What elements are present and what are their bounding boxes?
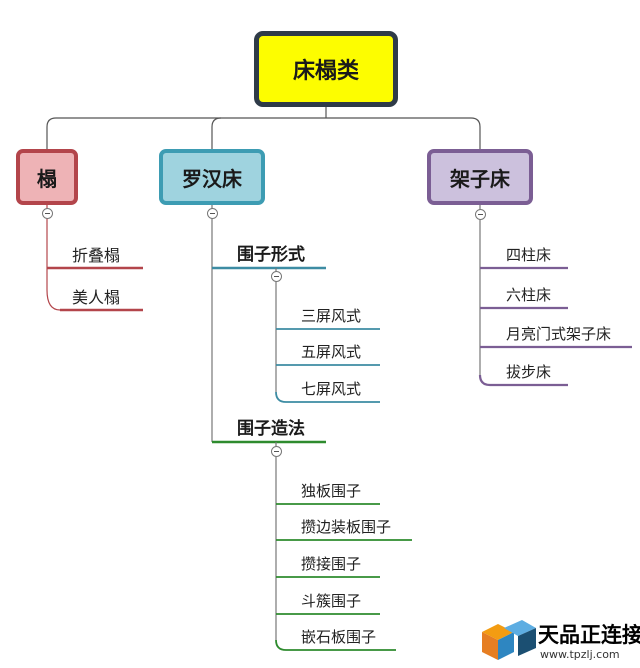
leaf-zaofa-5[interactable]: 嵌石板围子 bbox=[301, 628, 377, 646]
leaf-jiazi-1[interactable]: 四柱床 bbox=[506, 246, 552, 264]
leaf-zaofa-4[interactable]: 斗簇围子 bbox=[301, 592, 362, 610]
watermark-url: www.tpzlj.com bbox=[540, 648, 620, 661]
collapse-toggle-ta[interactable] bbox=[42, 208, 53, 219]
collapse-toggle-jiazi[interactable] bbox=[475, 209, 486, 220]
leaf-jiazi-4[interactable]: 拔步床 bbox=[506, 363, 552, 381]
root-node[interactable]: 床榻类 bbox=[254, 31, 398, 107]
branch-node-jiazi[interactable]: 架子床 bbox=[427, 149, 533, 205]
watermark-text: 天品正连接 bbox=[538, 623, 640, 647]
collapse-toggle-luohan[interactable] bbox=[207, 208, 218, 219]
leaf-zaofa-3[interactable]: 攒接围子 bbox=[301, 555, 362, 573]
leaf-xingshi-2[interactable]: 五屏风式 bbox=[301, 343, 362, 361]
leaf-ta-2[interactable]: 美人榻 bbox=[72, 288, 121, 307]
leaf-xingshi-1[interactable]: 三屏风式 bbox=[301, 307, 362, 325]
subgroup-weizi-zaofa[interactable]: 围子造法 bbox=[237, 419, 305, 439]
branch-node-ta[interactable]: 榻 bbox=[16, 149, 78, 205]
leaf-xingshi-3[interactable]: 七屏风式 bbox=[301, 380, 362, 398]
leaf-jiazi-2[interactable]: 六柱床 bbox=[506, 286, 552, 304]
collapse-toggle-weizi-zaofa[interactable] bbox=[271, 446, 282, 457]
leaf-zaofa-2[interactable]: 攒边装板围子 bbox=[301, 518, 392, 536]
branch-node-luohan[interactable]: 罗汉床 bbox=[159, 149, 265, 205]
leaf-zaofa-1[interactable]: 独板围子 bbox=[301, 482, 362, 500]
subgroup-weizi-xingshi[interactable]: 围子形式 bbox=[237, 245, 305, 265]
leaf-ta-1[interactable]: 折叠榻 bbox=[72, 246, 121, 265]
collapse-toggle-weizi-xingshi[interactable] bbox=[271, 271, 282, 282]
watermark-logo-icon bbox=[482, 620, 536, 660]
leaf-jiazi-3[interactable]: 月亮门式架子床 bbox=[506, 325, 612, 343]
